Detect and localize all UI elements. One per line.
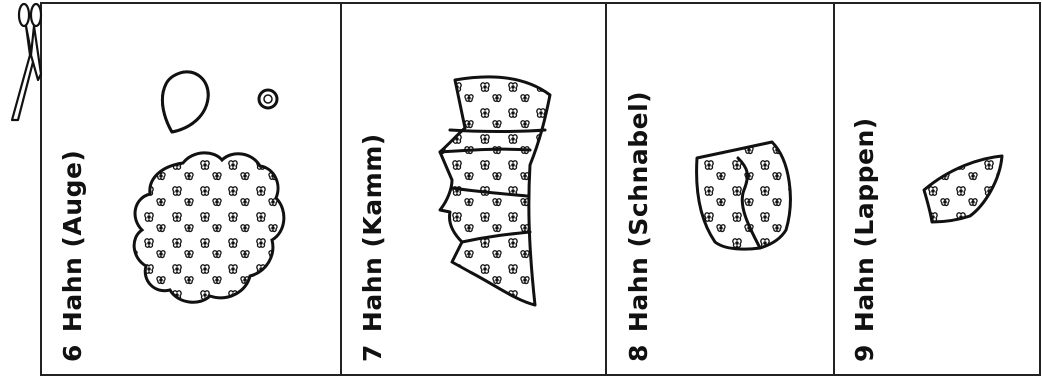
panel-label-8: 8 Hahn (Schnabel) — [624, 90, 653, 362]
lappen-piece — [922, 154, 1004, 224]
panel-title: Hahn (Auge) — [58, 149, 87, 333]
kamm-piece — [438, 75, 552, 307]
panel-number: 7 — [358, 344, 387, 362]
scissors-icon — [10, 2, 43, 122]
panel-number: 8 — [624, 344, 653, 362]
panel-title: Hahn (Schnabel) — [624, 90, 653, 333]
panel-title: Hahn (Kamm) — [358, 133, 387, 333]
sheet-frame — [40, 2, 1041, 376]
panel-label-9: 9 Hahn (Lappen) — [850, 117, 879, 362]
panel-title: Hahn (Lappen) — [850, 117, 879, 333]
panel-number: 6 — [58, 344, 87, 362]
panel-label-6: 6 Hahn (Auge) — [58, 149, 87, 362]
panel-label-7: 7 Hahn (Kamm) — [358, 133, 387, 362]
auge-pieces — [132, 70, 286, 304]
schnabel-piece — [695, 140, 792, 251]
panel-number: 9 — [850, 344, 879, 362]
